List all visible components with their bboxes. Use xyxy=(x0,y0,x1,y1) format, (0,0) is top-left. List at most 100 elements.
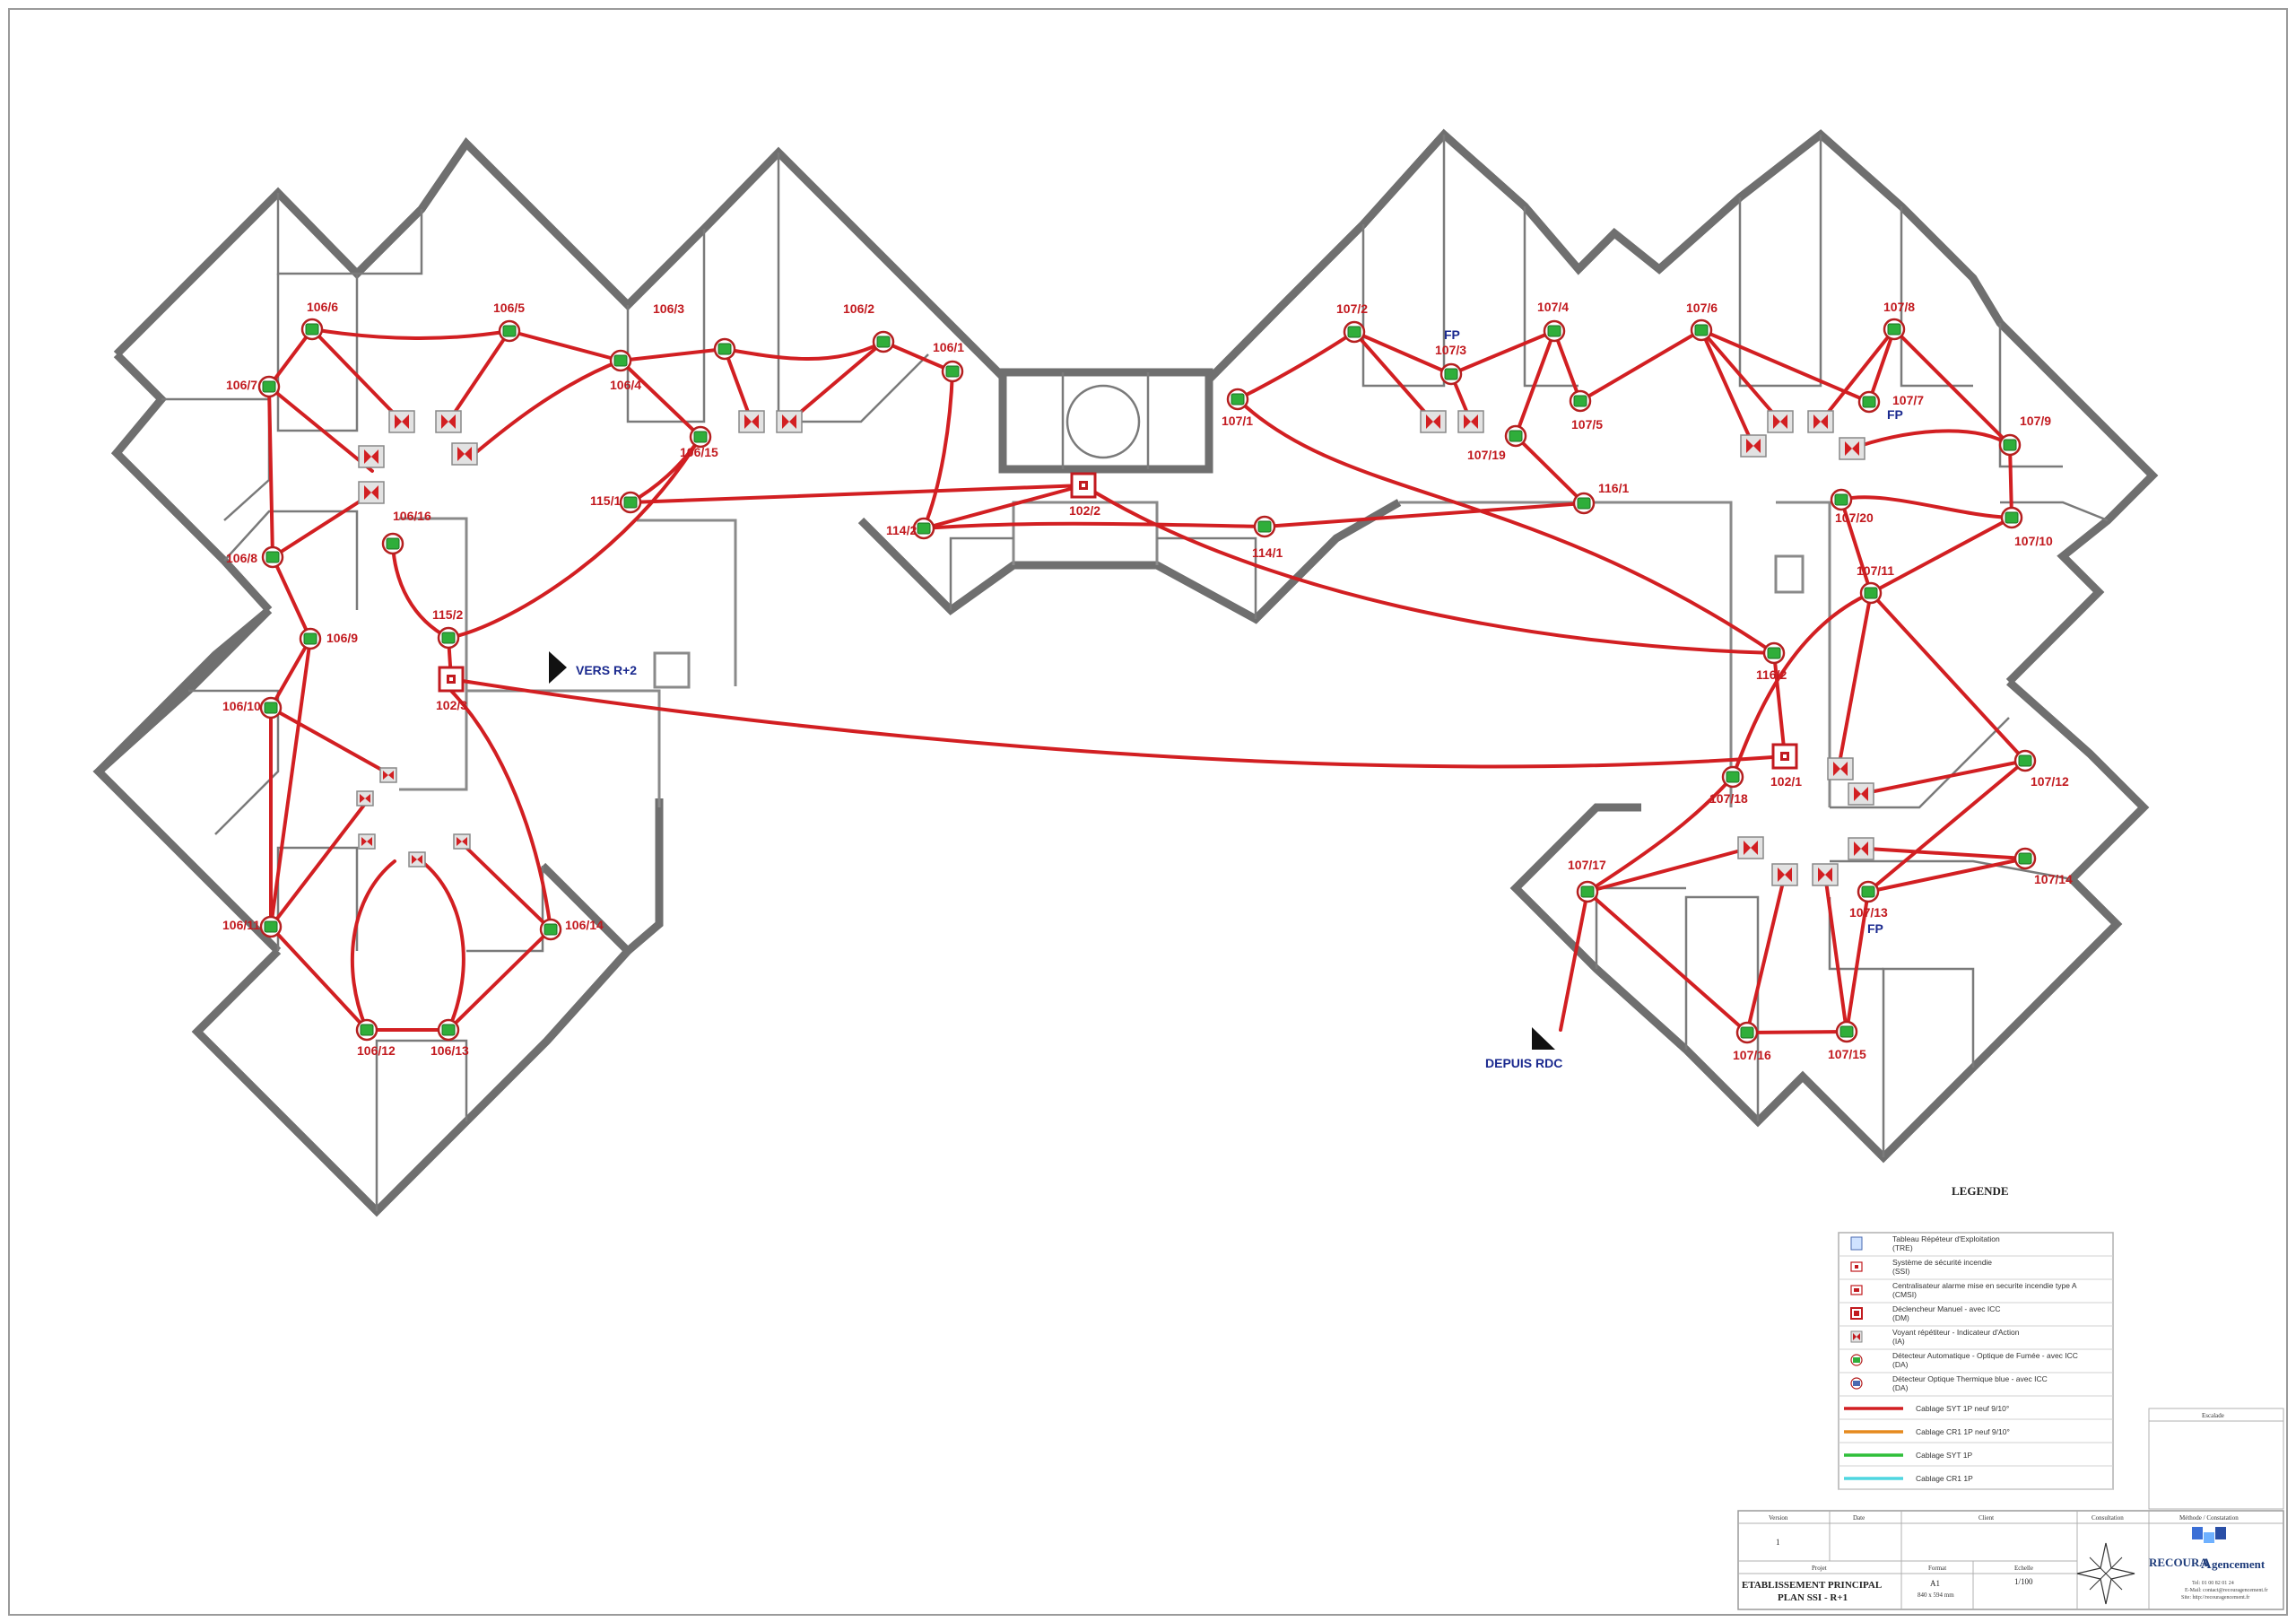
detector-label: 106/7 xyxy=(226,378,257,392)
smoke-detector-icon xyxy=(259,915,283,938)
smoke-detector-icon xyxy=(1721,765,1744,789)
legend-box xyxy=(1838,1232,2114,1490)
detector-label: 106/15 xyxy=(680,445,718,459)
smoke-detector-icon xyxy=(1690,318,1713,342)
detector-label: 106/6 xyxy=(307,300,338,314)
cable-legend-label: Cablage CR1 1P neuf 9/10° xyxy=(1916,1427,2010,1436)
smoke-detector-icon xyxy=(1883,318,1906,341)
smoke-detector-icon xyxy=(300,318,324,341)
detector-label: 107/19 xyxy=(1467,448,1506,462)
legend: LEGENDE Tableau Répéteur d'Exploitation(… xyxy=(1838,1184,2114,1490)
manual-call-point-label: 102/2 xyxy=(1069,503,1100,518)
detector-label: 106/14 xyxy=(565,918,604,932)
smoke-detector-icon xyxy=(259,696,283,719)
stair-up-marker: VERS R+2 xyxy=(549,651,637,684)
smoke-detector-icon xyxy=(1830,488,1853,511)
logo-name: RECOURA xyxy=(2149,1556,2208,1569)
detector-label: 107/12 xyxy=(2031,774,2069,789)
detector-label: 106/5 xyxy=(493,301,525,315)
ia-icon xyxy=(1807,410,1834,433)
ia-icon xyxy=(435,410,462,433)
title-block-frame xyxy=(1737,1510,2284,1610)
smoke-detector-icon xyxy=(355,1018,378,1042)
smoke-detector-icon xyxy=(941,360,964,383)
detector-label: 106/12 xyxy=(357,1043,396,1058)
ia-icon xyxy=(1850,1330,1863,1343)
detector-label: 106/4 xyxy=(610,378,641,392)
ia-icon xyxy=(358,481,385,504)
date-header: Date xyxy=(1853,1514,1865,1522)
detector-label: 107/16 xyxy=(1733,1048,1771,1062)
format-value: A1 xyxy=(1930,1579,1940,1588)
smoke-detector-icon xyxy=(1569,389,1592,413)
ia-icon xyxy=(1827,757,1854,780)
smoke-detector-icon xyxy=(1253,515,1276,538)
smoke-detector-icon xyxy=(609,349,632,372)
ia-icon xyxy=(1740,434,1767,458)
legend-row-code: (CMSI) xyxy=(1892,1290,1917,1299)
detector-label: 106/13 xyxy=(430,1043,469,1058)
smoke-detector-icon xyxy=(1576,880,1599,903)
company-logo: RECOURA A gencement Tel: 01 00 82 01 24 … xyxy=(2149,1527,2267,1600)
ia-icon xyxy=(1457,410,1484,433)
ia-icon xyxy=(451,442,478,466)
ia-icon xyxy=(1420,410,1447,433)
detector-label: 106/9 xyxy=(326,631,358,645)
smoke-detector-icon xyxy=(872,330,895,353)
smoke-detector-icon xyxy=(1857,880,1880,903)
cable-legend-label: Cablage SYT 1P neuf 9/10° xyxy=(1916,1404,2009,1413)
compass-icon xyxy=(2076,1542,2135,1605)
ia-icon xyxy=(776,410,803,433)
ia-icon xyxy=(1767,410,1794,433)
detector-label: 106/2 xyxy=(843,301,874,316)
legend-rows: Tableau Répéteur d'Exploitation(TRE)Syst… xyxy=(1839,1234,2113,1397)
smoke-detector-icon xyxy=(1857,390,1881,414)
detector-label: 106/1 xyxy=(933,340,964,354)
logo-site: Site: http://recouragencement.fr xyxy=(2181,1594,2249,1600)
manual-call-point-label: 102/1 xyxy=(1770,774,1802,789)
smoke-detector-icon xyxy=(539,918,562,941)
fp-label: FP xyxy=(1444,327,1460,342)
logo-suffix: gencement xyxy=(2212,1557,2266,1571)
client-header: Client xyxy=(1979,1514,1994,1522)
cable-runs xyxy=(267,327,2027,1034)
legend-row-code: (IA) xyxy=(1892,1337,1905,1346)
detector-label: 116/1 xyxy=(1598,481,1629,495)
building-walls xyxy=(92,128,2159,1217)
legend-row-label: Détecteur Optique Thermique blue - avec … xyxy=(1892,1374,2048,1383)
action-indicators xyxy=(356,410,1874,886)
da-thermal-icon xyxy=(1850,1377,1863,1390)
ia-icon xyxy=(358,445,385,468)
smoke-detector-icon xyxy=(1735,1021,1759,1044)
smoke-detector-icon xyxy=(1998,433,2022,457)
detector-label: 116/2 xyxy=(1756,667,1787,682)
depuis-rdc-label: DEPUIS RDC xyxy=(1485,1056,1562,1070)
projet-header: Projet xyxy=(1812,1565,1827,1572)
legend-cables: Cablage SYT 1P neuf 9/10° Cablage CR1 1P … xyxy=(1839,1404,2113,1490)
smoke-detector-icon xyxy=(437,1018,460,1042)
page-frame xyxy=(8,8,2288,1616)
ia-icon xyxy=(408,851,426,868)
ia-icon xyxy=(388,410,415,433)
escalade-box xyxy=(2148,1408,2284,1510)
da-smoke-icon xyxy=(1850,1354,1863,1366)
legend-row-label: Système de sécurité incendie xyxy=(1892,1258,1992,1267)
methode-header: Méthode / Constatation xyxy=(2179,1514,2239,1522)
detector-label: 107/10 xyxy=(2014,534,2053,548)
manual-call-point-label: 102/3 xyxy=(436,698,467,712)
smoke-detector-icon xyxy=(437,626,460,650)
ia-icon xyxy=(1848,837,1874,860)
legend-row-label: Détecteur Automatique - Optique de Fumée… xyxy=(1892,1351,2078,1360)
detector-label: 107/3 xyxy=(1435,343,1466,357)
smoke-detector-icon xyxy=(619,491,642,514)
detector-label: 107/4 xyxy=(1537,300,1569,314)
smoke-detector-icon xyxy=(1439,362,1463,386)
smoke-detector-icon xyxy=(257,375,281,398)
dm-icon xyxy=(1850,1307,1863,1320)
manual-call-point-icon xyxy=(1070,472,1097,499)
detector-label: 107/2 xyxy=(1336,301,1368,316)
legend-title: LEGENDE xyxy=(1952,1184,2009,1198)
smoke-detector-icon xyxy=(1835,1020,1858,1043)
